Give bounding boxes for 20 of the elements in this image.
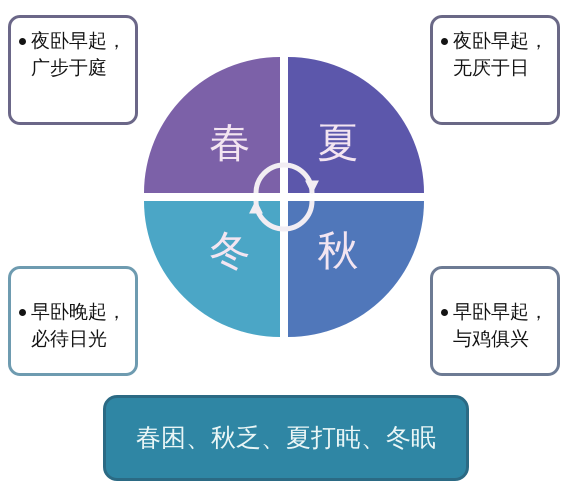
season-label: 冬 xyxy=(210,230,250,272)
summary-text: 春困、秋乏、夏打盹、冬眠 xyxy=(136,423,436,453)
season-label: 春 xyxy=(210,122,250,164)
advice-text: 夜卧早起，无厌于日 xyxy=(453,29,549,81)
advice-text: 早卧晚起，必待日光 xyxy=(31,300,127,352)
cycle-arrow xyxy=(254,162,318,194)
cycle-arrow xyxy=(250,200,314,232)
quarter-circle-segment xyxy=(288,57,424,193)
quarter-circle-segment xyxy=(288,201,424,337)
note-card xyxy=(8,15,138,125)
summary-banner xyxy=(103,395,469,481)
note-card xyxy=(430,266,560,376)
quarter-circle-segment xyxy=(144,57,280,193)
advice-text: 夜卧早起，广步于庭 xyxy=(31,29,127,81)
advice-text: 早卧早起，与鸡俱兴 xyxy=(453,300,549,352)
season-label: 夏 xyxy=(318,122,358,164)
quarter-circle-segment xyxy=(144,201,280,337)
season-label: 秋 xyxy=(318,230,358,272)
note-card xyxy=(8,266,138,376)
note-card xyxy=(430,15,560,125)
